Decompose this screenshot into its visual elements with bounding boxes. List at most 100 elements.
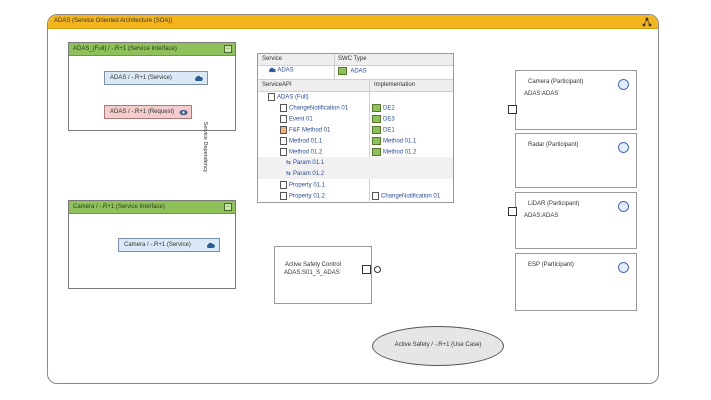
column-header-swc-type: SWC Type: [338, 56, 367, 62]
port-active-safety[interactable]: [362, 265, 371, 274]
method-impl-icon: [372, 137, 381, 145]
column-header-implementation: Implementation: [374, 82, 416, 88]
participant-title: ESP (Participant): [528, 262, 574, 268]
frame-title: ADAS (Service Oriented Architecture (SOA…: [54, 18, 173, 24]
swc-type-value-text: ADAS: [350, 68, 367, 75]
param-icon: ⇆: [286, 160, 292, 166]
participant-title: LiDAR (Participant): [528, 201, 580, 207]
participant-title: Camera (Participant): [528, 79, 584, 85]
service-value-text: ADAS: [277, 67, 294, 74]
use-case-label: Active Safety / -.R+1 (Use Case): [394, 342, 482, 348]
notification-icon: [280, 104, 287, 112]
adas-service[interactable]: ADAS / -.R+1 (Service): [104, 71, 208, 85]
camera-service[interactable]: Camera / -.R+1 (Service): [118, 238, 220, 252]
table-row[interactable]: Method 01.1 Method 01.1: [258, 135, 453, 146]
chevron-up-icon[interactable]: [618, 201, 629, 212]
table-row[interactable]: Property 01.1: [258, 179, 453, 190]
cloud-icon: [206, 242, 215, 248]
eye-icon: [179, 109, 188, 116]
api-name-text: ADAS (Full): [277, 94, 309, 101]
adas-request[interactable]: ADAS / -.R+1 (Request): [104, 105, 192, 119]
service-dependency-label: Service Dependency: [202, 121, 208, 173]
api-name: ADAS (Full): [268, 93, 309, 101]
api-impl-text: Method 01.1: [383, 138, 417, 145]
api-name: F&F Method 01: [280, 126, 330, 134]
api-name-text: ChangeNotification 01: [289, 105, 349, 112]
api-impl-text: DE3: [383, 116, 395, 123]
interface-camera-header: Camera / -.R+1 (Service Interface) −: [69, 201, 235, 214]
adas-request-label: ADAS / -.R+1 (Request): [110, 109, 175, 115]
table-top-header: Service SWC Type: [258, 54, 453, 66]
adas-service-label: ADAS / -.R+1 (Service): [110, 75, 172, 81]
cloud-icon: [268, 67, 276, 73]
table-row[interactable]: Event 01 DE3: [258, 113, 453, 124]
active-safety-title: Active Safety Control: [285, 262, 342, 268]
api-name-text: Method 01.2: [289, 149, 323, 156]
table-top-values[interactable]: ADAS ADAS: [258, 65, 453, 76]
participant-esp[interactable]: ESP (Participant): [515, 253, 637, 311]
service-value: ADAS: [268, 67, 294, 74]
interface-adas-title: ADAS_(Full) / -.R+1 (Service Interface): [73, 46, 177, 52]
param-icon: ⇆: [286, 171, 292, 177]
table-row[interactable]: Method 01.2 Method 01.2: [258, 146, 453, 157]
api-name: ⇆Param 01.1: [286, 159, 324, 166]
participant-lidar[interactable]: LiDAR (Participant) ADAS:ADAS: [515, 192, 637, 249]
collapse-icon[interactable]: −: [224, 45, 232, 53]
method-icon: [280, 126, 287, 134]
column-divider: [334, 54, 335, 79]
table-row[interactable]: F&F Method 01 DE1: [258, 124, 453, 135]
active-safety-control[interactable]: Active Safety Control ADAS:S01_S_ADAS: [274, 246, 372, 304]
api-impl-text: DE2: [383, 105, 395, 112]
table-row[interactable]: ⇆Param 01.1: [258, 157, 453, 168]
table-row[interactable]: ChangeNotification 01 DE2: [258, 102, 453, 113]
chevron-up-icon[interactable]: [618, 79, 629, 90]
active-safety-value: ADAS:S01_S_ADAS: [284, 270, 340, 276]
api-impl: DE1: [372, 126, 395, 134]
api-impl: Method 01.1: [372, 137, 416, 145]
folder-icon: [268, 93, 275, 101]
api-impl: DE2: [372, 104, 395, 112]
port-lidar[interactable]: [508, 207, 517, 216]
api-name-text: Param 01.1: [293, 160, 325, 166]
chevron-up-icon[interactable]: [618, 142, 629, 153]
swc-type-value: ADAS: [338, 67, 367, 75]
participant-radar[interactable]: Radar (Participant): [515, 133, 637, 188]
service-api-table: Service SWC Type ADAS ADAS ServiceAPI Im…: [257, 53, 454, 203]
data-element-icon: [372, 115, 381, 123]
participant-title: Radar (Participant): [528, 142, 579, 148]
cloud-icon: [194, 75, 203, 81]
swc-icon: [338, 67, 347, 75]
api-impl-text: Method 01.2: [383, 149, 417, 156]
column-header-service: Service: [262, 56, 283, 62]
hierarchy-icon[interactable]: [642, 17, 652, 27]
method-icon: [280, 148, 287, 156]
table-row[interactable]: Property 01.2 ChangeNotification 01: [258, 190, 453, 201]
property-icon: [280, 181, 287, 189]
collapse-icon[interactable]: −: [224, 203, 232, 211]
api-name: Method 01.1: [280, 137, 322, 145]
port-camera[interactable]: [508, 105, 517, 114]
chevron-up-icon[interactable]: [618, 262, 629, 273]
data-element-icon: [372, 126, 381, 134]
column-header-service-api: ServiceAPI: [262, 82, 292, 88]
api-impl: DE3: [372, 115, 395, 123]
api-name-text: Property 01.2: [289, 193, 326, 200]
use-case-ellipse[interactable]: Active Safety / -.R+1 (Use Case): [372, 326, 504, 366]
api-impl-text: ChangeNotification 01: [381, 193, 441, 200]
participant-camera[interactable]: Camera (Participant) ADAS:ADAS: [515, 70, 637, 130]
column-divider: [369, 79, 370, 203]
api-name-text: Param 01.2: [293, 171, 325, 177]
interface-adas-header: ADAS_(Full) / -.R+1 (Service Interface) …: [69, 43, 235, 56]
api-name-text: F&F Method 01: [289, 127, 331, 134]
table-row[interactable]: ⇆Param 01.2: [258, 168, 453, 179]
api-name: Method 01.2: [280, 148, 322, 156]
api-name: Event 01: [280, 115, 313, 123]
camera-service-label: Camera / -.R+1 (Service): [124, 242, 191, 248]
lollipop-socket: [374, 266, 381, 273]
event-icon: [280, 115, 287, 123]
api-name-text: Property 01.1: [289, 182, 326, 189]
api-name-text: Method 01.1: [289, 138, 323, 145]
table-row[interactable]: ADAS (Full): [258, 91, 453, 102]
participant-value: ADAS:ADAS: [524, 213, 559, 219]
participant-value: ADAS:ADAS: [524, 91, 559, 97]
